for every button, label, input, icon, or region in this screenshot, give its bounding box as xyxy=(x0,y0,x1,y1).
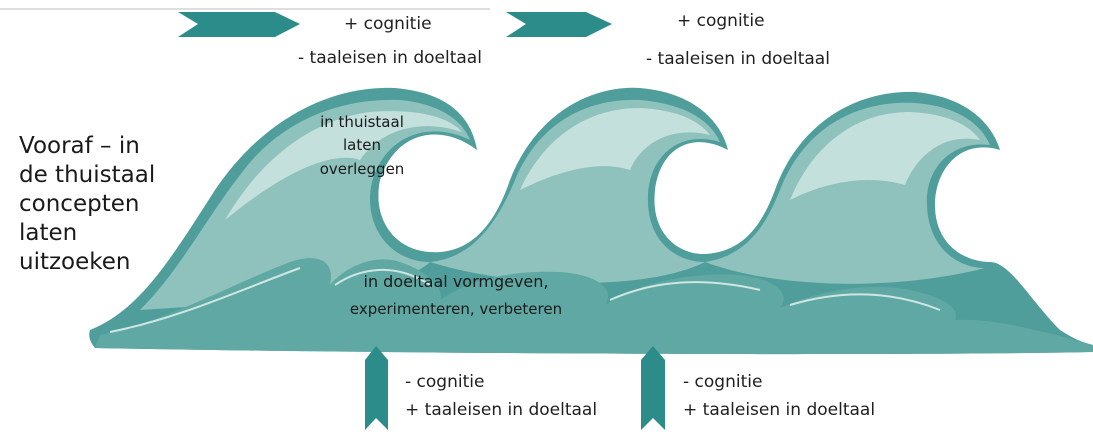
wave-upper-line-3: overleggen xyxy=(319,160,405,178)
intro-line-3: concepten xyxy=(19,191,140,217)
wave-lower-line-2: experimenteren, verbeteren xyxy=(349,300,563,318)
bottom-label-2-line1: - cognitie xyxy=(683,372,763,392)
top-arrow-2 xyxy=(506,12,612,37)
wave-lower-line-1: in doeltaal vormgeven, xyxy=(363,272,549,291)
bottom-arrow-1 xyxy=(365,346,388,430)
top-label-1-line2: - taaleisen in doeltaal xyxy=(298,48,482,68)
top-arrow-1 xyxy=(178,12,300,37)
bottom-label-1-line1: - cognitie xyxy=(405,372,485,392)
bottom-label-2-line2: + taaleisen in doeltaal xyxy=(683,400,876,420)
intro-line-4: laten xyxy=(19,220,78,246)
top-label-2-line2: - taaleisen in doeltaal xyxy=(646,49,830,69)
intro-line-2: de thuistaal xyxy=(19,162,156,188)
wave-highlight-1 xyxy=(225,111,462,220)
wave-highlight-2 xyxy=(520,108,710,190)
top-label-2-line1: + cognitie xyxy=(677,11,765,31)
intro-line-1: Vooraf – in xyxy=(19,133,140,159)
bottom-arrow-2 xyxy=(641,346,665,430)
lower-wave-band xyxy=(95,258,1093,355)
top-label-1-line1: + cognitie xyxy=(344,14,432,34)
wave-highlight-3 xyxy=(790,112,980,200)
wave-upper-line-2: laten xyxy=(343,136,381,154)
lower-crest-line xyxy=(109,267,941,333)
wave-upper-line-1: in thuistaal xyxy=(320,113,404,131)
bottom-label-1-line2: + taaleisen in doeltaal xyxy=(405,400,598,420)
intro-line-5: uitzoeken xyxy=(19,249,131,275)
wave-face-1 xyxy=(140,99,470,311)
